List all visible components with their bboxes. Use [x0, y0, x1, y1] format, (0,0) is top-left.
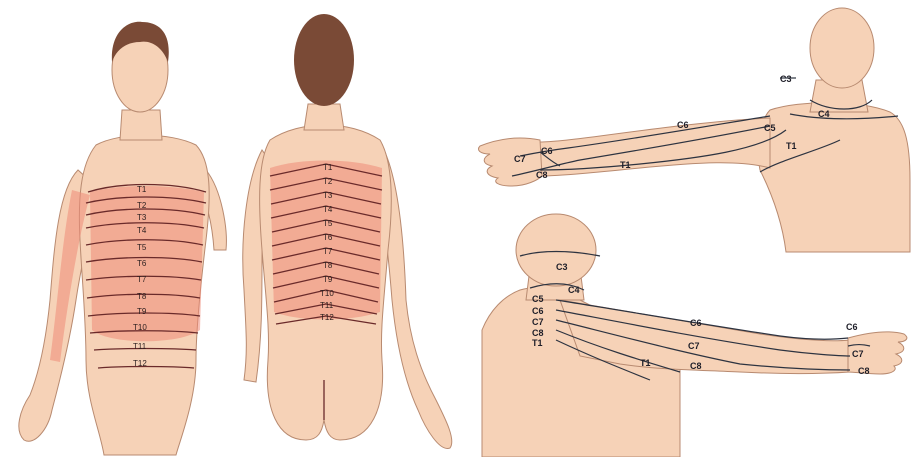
arm-front-label-c8: C8: [536, 170, 548, 180]
front-neck: [120, 110, 162, 140]
back-neck: [304, 104, 344, 130]
front-label-t10: T10: [133, 323, 147, 332]
arm-back-label-c7-arm: C7: [688, 341, 700, 351]
front-label-t4: T4: [137, 226, 147, 235]
front-label-t1: T1: [137, 185, 147, 194]
front-figure: T1 T2 T3 T4 T5 T6 T7 T8 T9 T10 T11 T12: [19, 22, 227, 455]
front-label-t2: T2: [137, 201, 147, 210]
front-label-t5: T5: [137, 243, 147, 252]
arm-back-label-c7: C7: [532, 317, 544, 327]
back-label-t9: T9: [323, 275, 333, 284]
arm-back-label-c3: C3: [556, 262, 568, 272]
arm-back-label-c8: C8: [532, 328, 544, 338]
front-label-t9: T9: [137, 307, 147, 316]
front-label-t6: T6: [137, 259, 147, 268]
front-label-t3: T3: [137, 213, 147, 222]
arm-back-label-c5: C5: [532, 294, 544, 304]
arm-back-label-c8-arm: C8: [690, 361, 702, 371]
arm-front-torso: [758, 103, 910, 252]
back-label-t2: T2: [323, 177, 333, 186]
back-label-t7: T7: [323, 247, 333, 256]
back-label-t4: T4: [323, 205, 333, 214]
back-label-t1: T1: [323, 163, 333, 172]
arm-back-label-t1-arm: T1: [640, 358, 651, 368]
arm-back-label-c6-arm: C6: [690, 318, 702, 328]
front-label-t8: T8: [137, 292, 147, 301]
arm-back-label-c7-hand: C7: [852, 349, 864, 359]
arm-front-hand: [478, 138, 542, 186]
arm-front-label-c6-hand: C6: [541, 146, 553, 156]
arm-back-label-c6: C6: [532, 306, 544, 316]
front-label-t12: T12: [133, 359, 147, 368]
back-label-t5: T5: [323, 219, 333, 228]
arm-front-label-c7: C7: [514, 154, 526, 164]
back-label-t8: T8: [323, 261, 333, 270]
arm-front-label-c5: C5: [764, 123, 776, 133]
back-label-t12: T12: [320, 313, 334, 322]
back-figure: T1 T2 T3 T4 T5 T6 T7 T8 T9 T10 T11 T12: [243, 14, 452, 448]
arm-front-label-t1: T1: [786, 141, 797, 151]
front-label-t11: T11: [133, 342, 147, 351]
back-label-t10: T10: [320, 289, 334, 298]
arm-back-head: [516, 214, 596, 286]
back-label-t6: T6: [323, 233, 333, 242]
arm-front-label-c4: C4: [818, 109, 830, 119]
arm-back-label-c6-hand: C6: [846, 322, 858, 332]
arm-back-label-c4: C4: [568, 285, 580, 295]
arm-back-label-c8-hand: C8: [858, 366, 870, 376]
arm-front-head: [810, 8, 874, 88]
back-head: [294, 14, 354, 106]
arm-back-label-t1: T1: [532, 338, 543, 348]
arm-front-label-t1-arm: T1: [620, 160, 631, 170]
front-label-t7: T7: [137, 275, 147, 284]
arm-front-label-c3: C3: [780, 74, 792, 84]
back-label-t3: T3: [323, 191, 333, 200]
back-label-t11: T11: [320, 301, 334, 310]
arm-front-label-c6: C6: [677, 120, 689, 130]
